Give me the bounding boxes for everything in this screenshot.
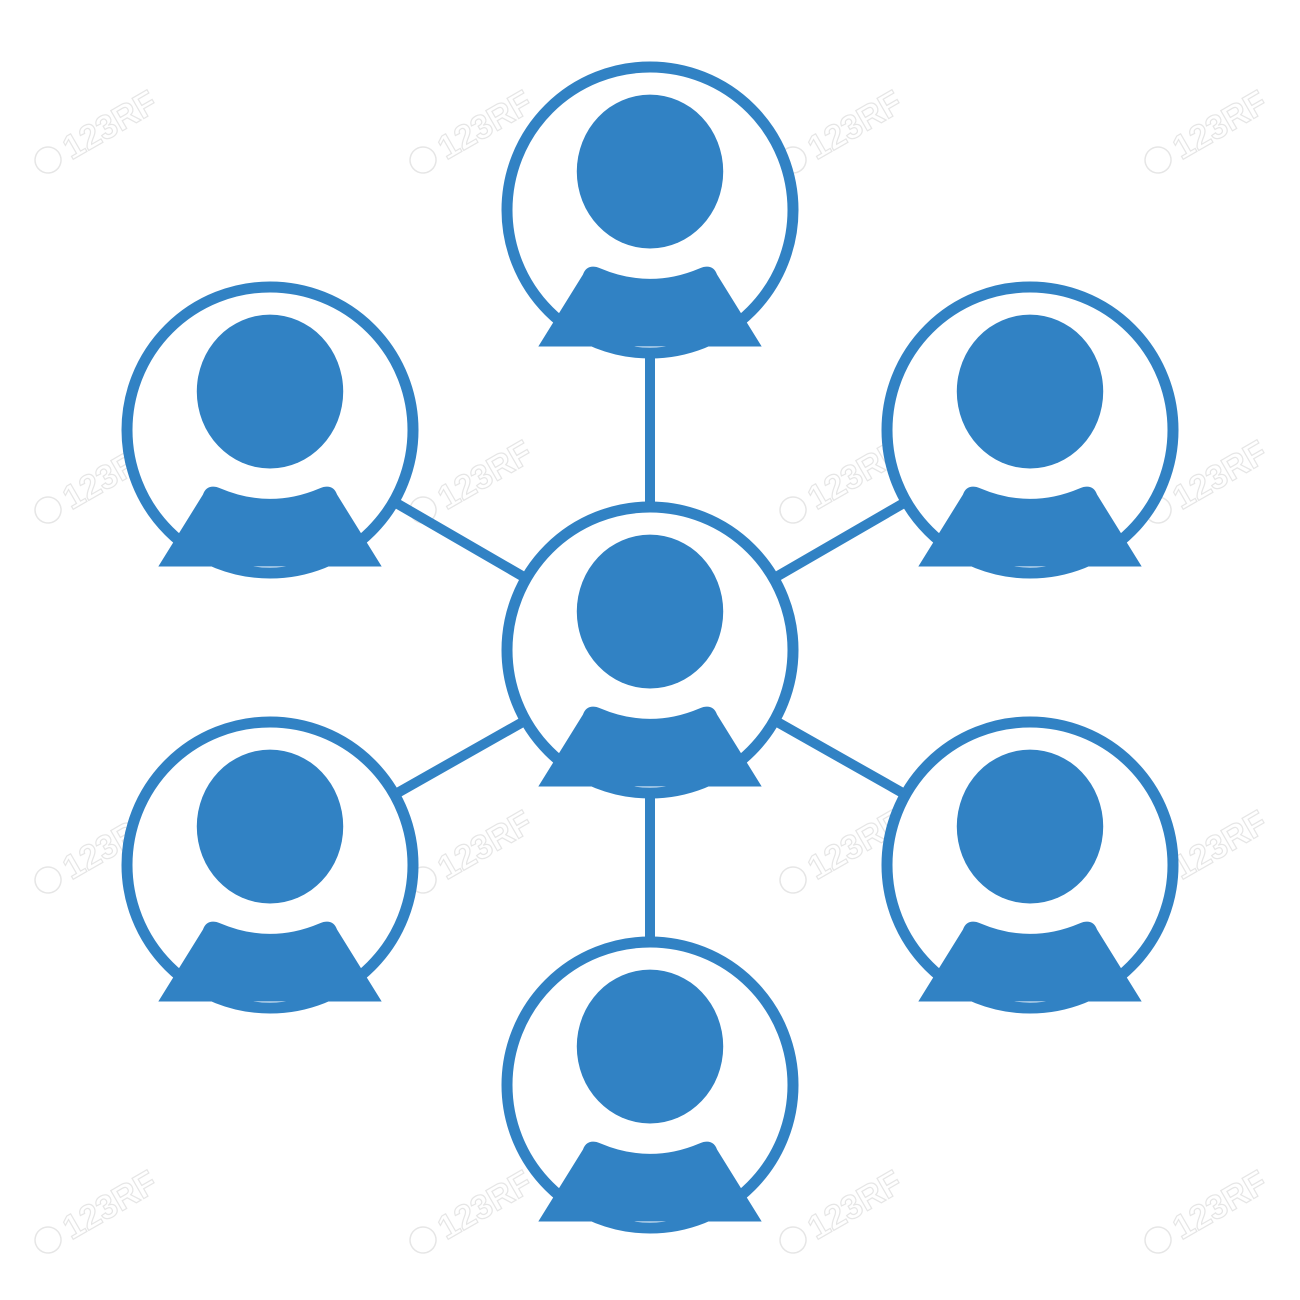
watermark-text: 123RF (431, 1163, 538, 1247)
watermark-logo-icon (779, 496, 807, 524)
watermark: 123RF (1144, 1163, 1274, 1254)
watermark-text: 123RF (56, 83, 163, 167)
watermark-logo-icon (34, 1226, 62, 1254)
watermark-text: 123RF (801, 1163, 908, 1247)
watermark-text: 123RF (801, 83, 908, 167)
watermark: 123RF (1144, 83, 1274, 174)
watermark-text: 123RF (431, 433, 538, 517)
watermark-text: 123RF (431, 803, 538, 887)
user-icon (893, 728, 1167, 1002)
watermark-text: 123RF (1166, 433, 1273, 517)
user-icon (513, 73, 787, 347)
watermark: 123RF (409, 803, 539, 894)
watermark-logo-icon (34, 866, 62, 894)
watermark: 123RF (409, 1163, 539, 1254)
node-lower-left (121, 716, 419, 1014)
watermark: 123RF (34, 83, 164, 174)
watermark-logo-icon (779, 1226, 807, 1254)
watermark: 123RF (779, 1163, 909, 1254)
user-icon (893, 293, 1167, 567)
user-icon (513, 948, 787, 1222)
node-lower-right (881, 716, 1179, 1014)
watermark-text: 123RF (1166, 1163, 1273, 1247)
nodes (121, 61, 1179, 1234)
watermark-logo-icon (409, 1226, 437, 1254)
watermark-logo-icon (34, 146, 62, 174)
watermark-text: 123RF (56, 1163, 163, 1247)
node-bottom (501, 936, 799, 1234)
watermark-logo-icon (1144, 1226, 1172, 1254)
node-top (501, 61, 799, 359)
watermark-logo-icon (779, 866, 807, 894)
user-icon (133, 293, 407, 567)
watermark-text: 123RF (1166, 83, 1273, 167)
watermark-text: 123RF (1166, 803, 1273, 887)
watermark: 123RF (779, 83, 909, 174)
node-upper-left (121, 281, 419, 579)
watermark-logo-icon (34, 496, 62, 524)
user-icon (513, 513, 787, 787)
user-icon (133, 728, 407, 1002)
watermark-logo-icon (409, 146, 437, 174)
watermark-logo-icon (1144, 146, 1172, 174)
watermark: 123RF (34, 1163, 164, 1254)
hub-node (501, 501, 799, 799)
node-upper-right (881, 281, 1179, 579)
